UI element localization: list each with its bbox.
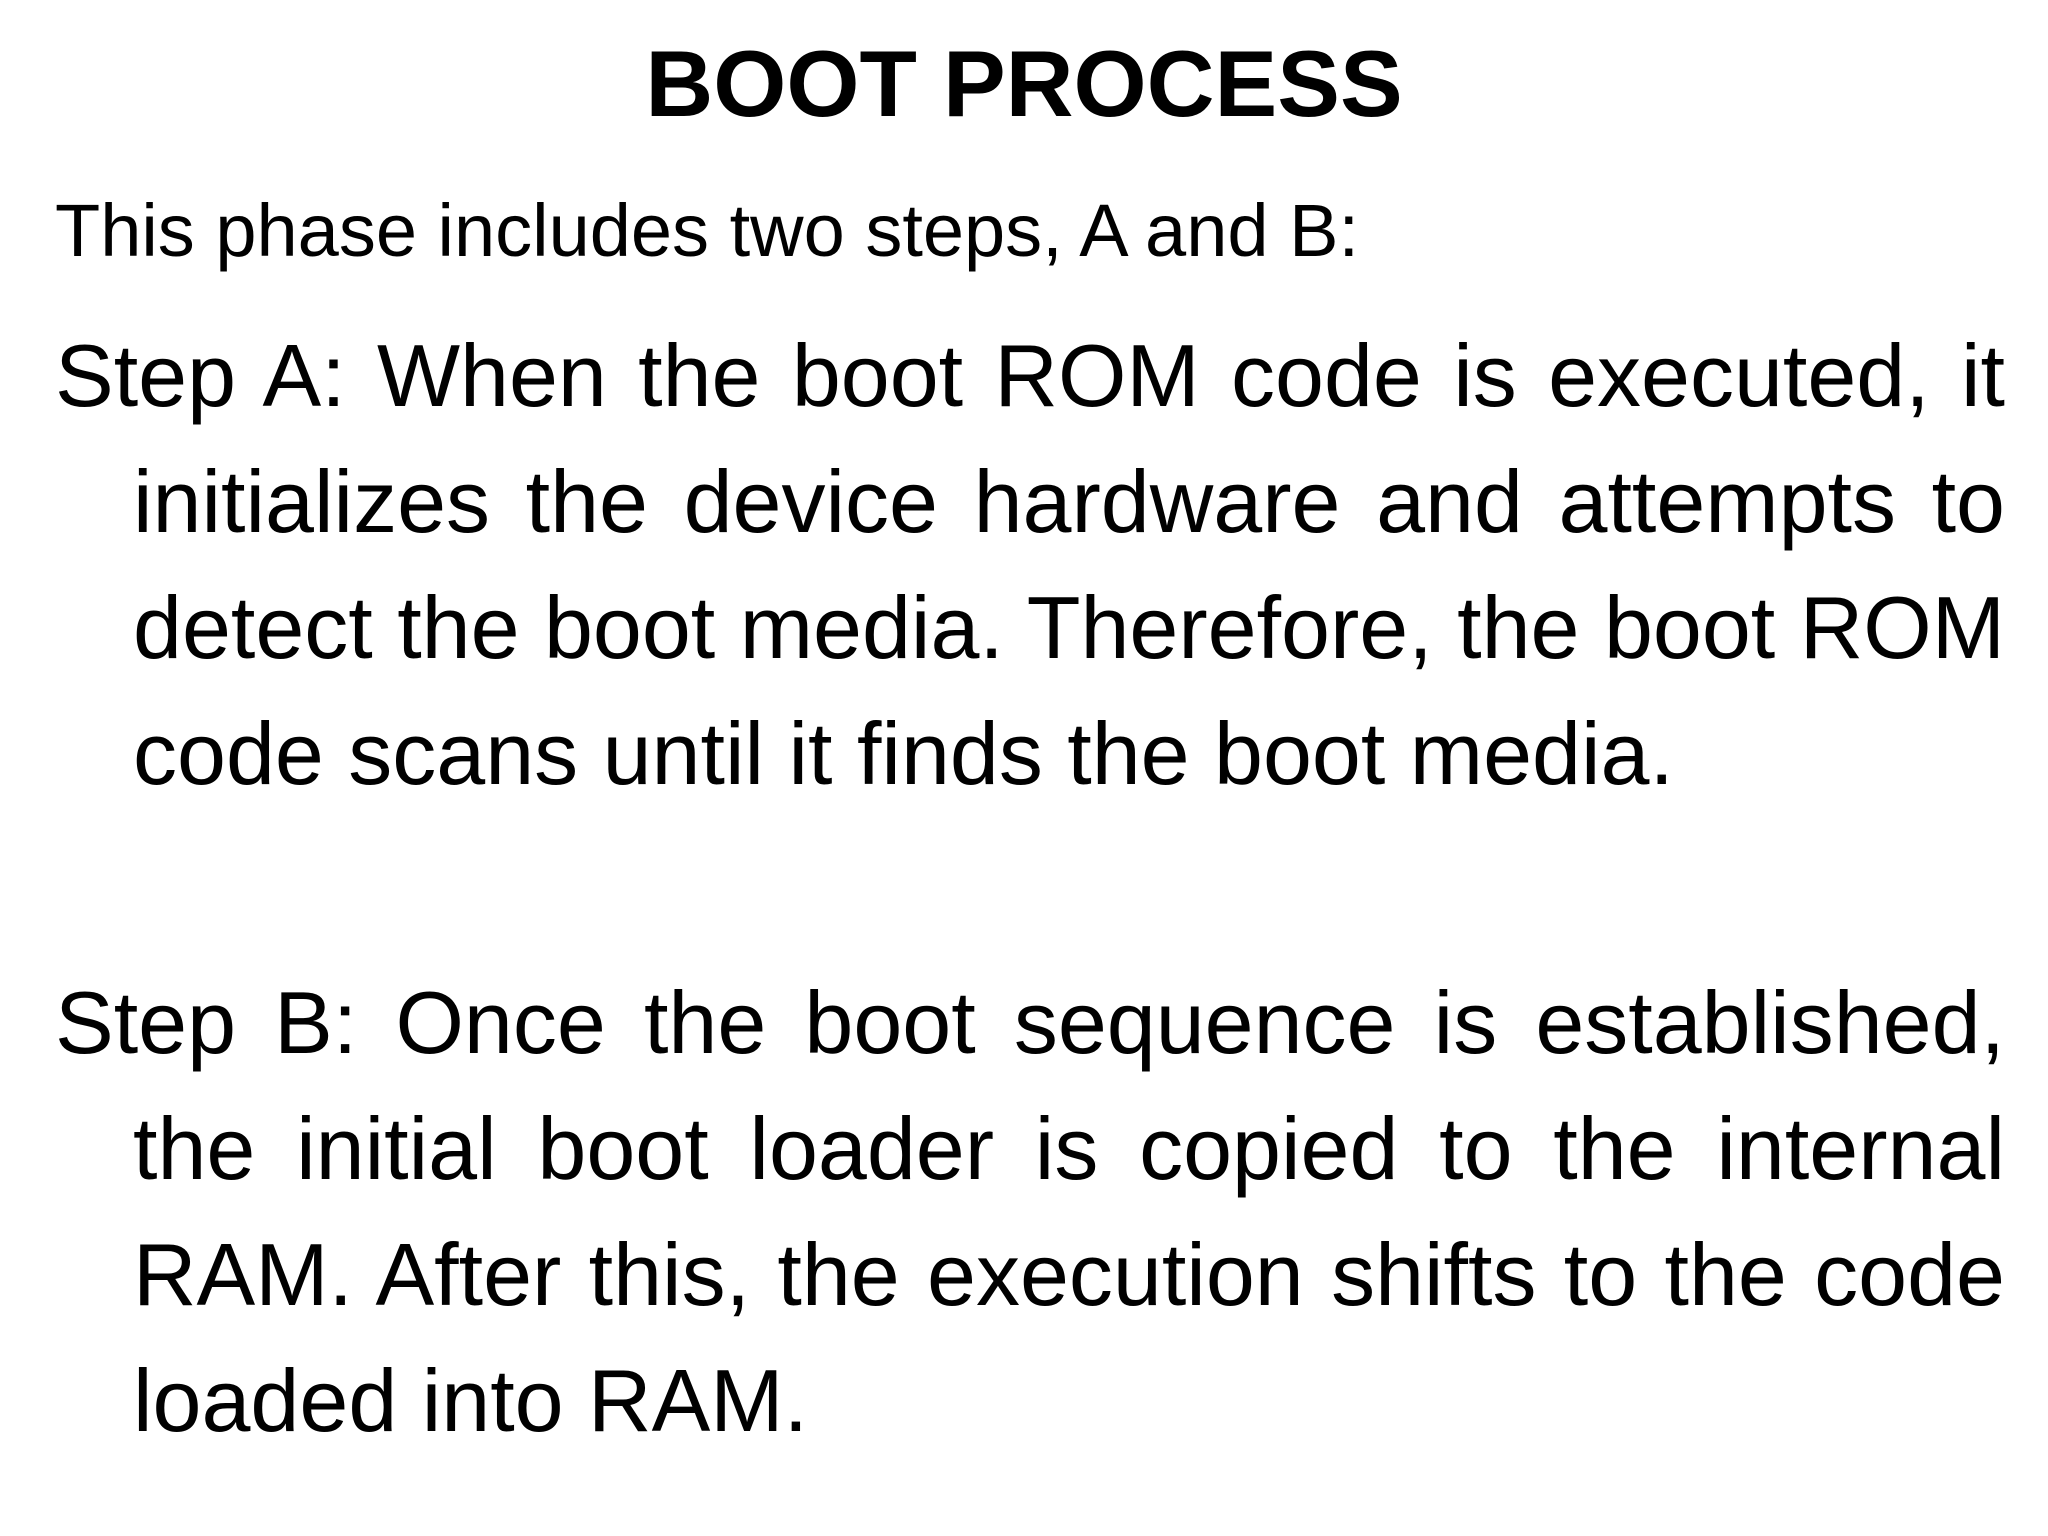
intro-text: This phase includes two steps, A and B: bbox=[55, 189, 1359, 272]
slide-title: BOOT PROCESS bbox=[645, 31, 1403, 136]
step-b-paragraph: Step B: Once the boot sequence is establ… bbox=[55, 973, 2005, 1450]
step-a-paragraph: Step A: When the boot ROM code is execut… bbox=[55, 326, 2005, 803]
